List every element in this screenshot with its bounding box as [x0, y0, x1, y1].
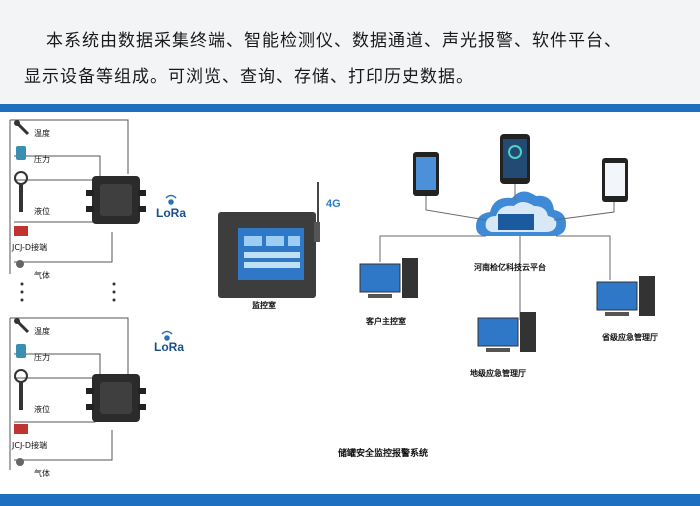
province-emergency-label: 省级应急管理厅	[602, 333, 658, 342]
upper-collector-box	[86, 176, 146, 224]
city-emergency-label: 地级应急管理厅	[470, 369, 526, 378]
header-panel: 本系统由数据采集终端、智能检测仪、数据通道、声光报警、软件平台、 显示设备等组成…	[0, 0, 700, 104]
lower-collector-box	[86, 374, 146, 422]
jcj-terminal-icon	[14, 424, 28, 434]
cloud-platform-label: 河南检亿科技云平台	[474, 263, 546, 272]
phone-icon-center	[500, 134, 530, 184]
sensor-label-level: 液位	[34, 405, 50, 414]
level-probe-icon	[14, 369, 28, 383]
intro-text-line1: 本系统由数据采集终端、智能检测仪、数据通道、声光报警、软件平台、	[46, 31, 622, 51]
system-diagram	[9, 119, 655, 470]
pressure-gauge-icon	[16, 146, 26, 160]
sensor-label-level: 液位	[34, 207, 50, 216]
sensor-label-jcj: JCJ-D接端	[12, 441, 48, 450]
top-accent-band	[0, 104, 700, 112]
sensor-label-gas: 气体	[34, 469, 50, 478]
sensor-label-pressure: 压力	[34, 353, 50, 362]
bottom-accent-band	[0, 494, 700, 506]
sensor-label-temperature: 温度	[34, 327, 50, 336]
cloud-platform-icon	[476, 191, 566, 236]
lora-signal-icon	[165, 194, 177, 205]
thermometer-icon	[16, 122, 30, 136]
system-caption: 储罐安全监控报警系统	[338, 449, 429, 459]
level-probe-icon	[14, 171, 28, 185]
jcj-terminal-icon	[14, 226, 28, 236]
lora-label-lower: LoRa	[154, 340, 184, 354]
lora-signal-icon	[161, 330, 173, 341]
upper-sensor-icons	[14, 120, 30, 268]
lower-sensor-bracket	[9, 317, 129, 470]
monitor-room-label: 监控室	[252, 301, 276, 310]
signal-4g-label: 4G	[326, 198, 341, 210]
computer-city	[477, 312, 536, 352]
sensor-label-pressure: 压力	[34, 155, 50, 164]
computer-province	[596, 276, 655, 316]
sensor-label-gas: 气体	[34, 271, 50, 280]
gas-detector-icon	[16, 458, 24, 466]
thermometer-icon	[16, 320, 30, 334]
phone-icon-left	[413, 152, 439, 196]
lora-label-upper: LoRa	[156, 206, 186, 220]
sensor-label-jcj: JCJ-D接端	[12, 243, 48, 252]
client-control-room-label: 客户主控室	[366, 317, 406, 326]
pressure-gauge-icon	[16, 344, 26, 358]
lower-sensor-icons	[14, 318, 30, 466]
sensor-label-temperature: 温度	[34, 129, 50, 138]
computer-client	[359, 258, 418, 298]
dotted-separators	[20, 282, 116, 302]
gas-detector-icon	[16, 260, 24, 268]
intro-text-line2: 显示设备等组成。可浏览、查询、存储、打印历史数据。	[24, 67, 474, 87]
phone-icon-right	[602, 158, 628, 202]
monitor-terminal	[218, 182, 320, 298]
network-lines	[379, 184, 615, 320]
